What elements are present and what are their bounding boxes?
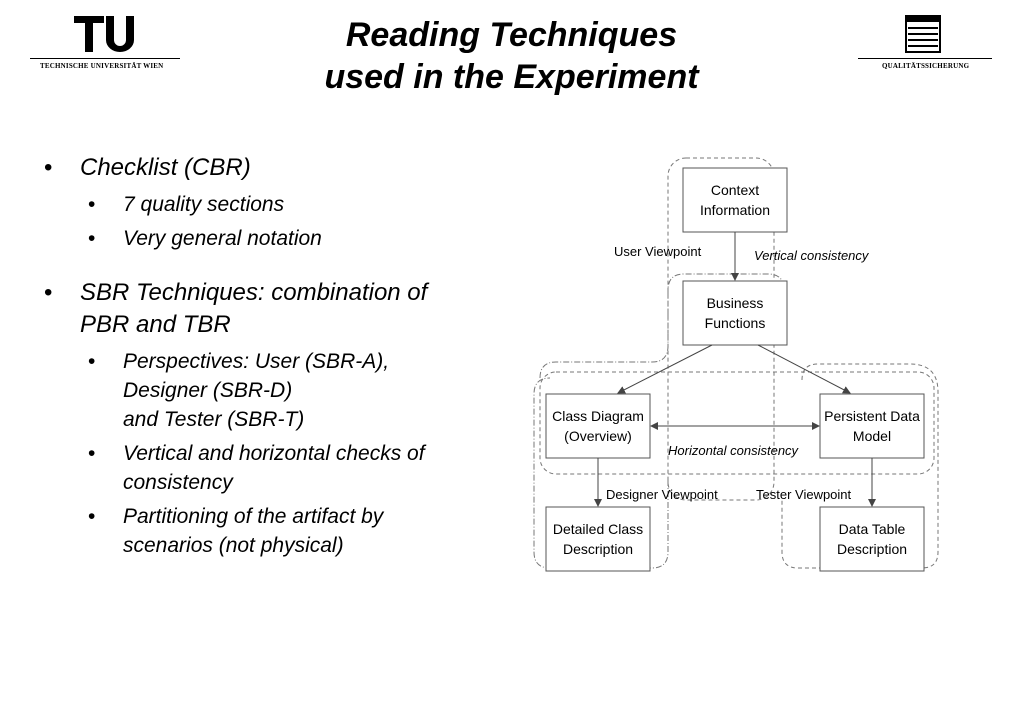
context-information-line2: Information [700, 202, 770, 218]
bullet-quality-sections-text: 7 quality sections [123, 193, 285, 216]
bullet-checks-text: Vertical and horizontal checks of consis… [123, 442, 425, 494]
bullet-perspectives: Perspectives: User (SBR-A), Designer (SB… [38, 347, 508, 434]
stacked-pages-icon [905, 15, 941, 53]
detailed-class-description-box: Detailed Class Description [545, 506, 651, 572]
business-functions-line1: Business [707, 295, 764, 311]
tu-logo-mark-icon [74, 16, 134, 52]
detailed-class-line2: Description [563, 541, 633, 557]
right-logo-rule [858, 58, 992, 59]
data-table-description-box: Data Table Description [819, 506, 925, 572]
slide-title: Reading Techniques used in the Experimen… [0, 14, 1023, 98]
horizontal-consistency-label: Horizontal consistency [668, 443, 800, 458]
title-line-2: used in the Experiment [324, 58, 699, 96]
right-logo-caption: QUALITÄTSSICHERUNG [882, 62, 970, 70]
persistent-data-model-line2: Model [853, 428, 891, 444]
class-diagram-box: Class Diagram (Overview) [545, 393, 651, 459]
context-information-box: Context Information [682, 167, 788, 233]
business-functions-line2: Functions [705, 315, 766, 331]
bullet-checklist-text: Checklist (CBR) [80, 154, 251, 181]
left-logo-rule [30, 58, 180, 59]
arrow-business-to-class [617, 344, 713, 394]
designer-viewpoint-label: Designer Viewpoint [606, 487, 718, 502]
tu-wien-logo: TECHNISCHE UNIVERSITÄT WIEN [30, 14, 180, 74]
arrow-business-to-persistent [757, 344, 851, 394]
detailed-class-line1: Detailed Class [553, 521, 643, 537]
bullet-partitioning-text: Partitioning of the artifact by scenario… [123, 505, 384, 557]
tester-viewpoint-region [781, 363, 939, 569]
bullet-general-notation-text: Very general notation [123, 227, 322, 250]
class-diagram-line2: (Overview) [564, 428, 632, 444]
qualitaetssicherung-logo: QUALITÄTSSICHERUNG [858, 14, 992, 74]
tester-viewpoint-label: Tester Viewpoint [756, 487, 852, 502]
data-table-line1: Data Table [839, 521, 906, 537]
left-logo-caption: TECHNISCHE UNIVERSITÄT WIEN [40, 62, 164, 70]
bullet-sbr-text: SBR Techniques: combination of PBR and T… [80, 279, 428, 338]
title-line-1: Reading Techniques [345, 16, 678, 54]
persistent-data-model-box: Persistent Data Model [819, 393, 925, 459]
horizontal-consistency-region [539, 371, 935, 475]
vertical-consistency-label: Vertical consistency [754, 248, 870, 263]
persistent-data-model-line1: Persistent Data [824, 408, 920, 424]
user-viewpoint-label: User Viewpoint [614, 244, 702, 259]
user-viewpoint-region [667, 157, 775, 501]
bullet-checklist: Checklist (CBR) [38, 152, 508, 184]
bullet-general-notation: Very general notation [38, 224, 508, 253]
bullet-perspectives-text: Perspectives: User (SBR-A), Designer (SB… [123, 350, 390, 431]
bullet-quality-sections: 7 quality sections [38, 190, 508, 219]
bullet-sbr: SBR Techniques: combination of PBR and T… [38, 277, 508, 341]
bullet-checks: Vertical and horizontal checks of consis… [38, 439, 508, 497]
reading-technique-diagram: Context Information Business Functions C… [533, 157, 939, 572]
data-table-line2: Description [837, 541, 907, 557]
context-information-line1: Context [711, 182, 759, 198]
bullet-list: Checklist (CBR) 7 quality sections Very … [38, 152, 508, 560]
business-functions-box: Business Functions [682, 280, 788, 346]
bullet-partitioning: Partitioning of the artifact by scenario… [38, 502, 508, 560]
class-diagram-line1: Class Diagram [552, 408, 644, 424]
designer-viewpoint-region [533, 273, 785, 569]
